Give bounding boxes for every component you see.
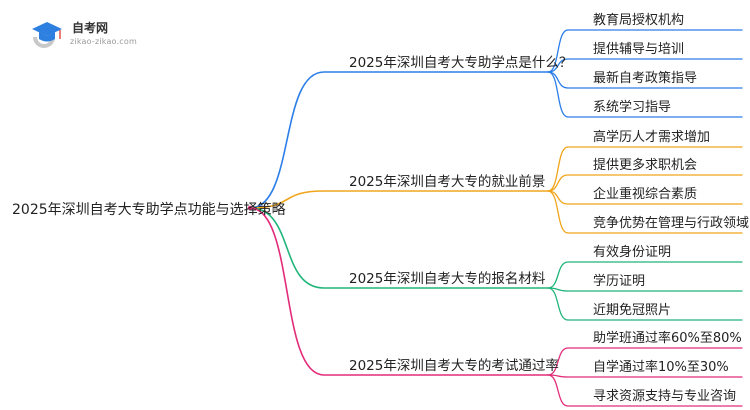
leaf-topic: 有效身份证明 bbox=[593, 245, 672, 260]
leaf-topic: 系统学习指导 bbox=[593, 100, 672, 115]
graduation-cap-icon bbox=[32, 22, 62, 48]
branch-to-leaf-connector bbox=[547, 174, 743, 192]
leaf-topic: 近期免冠照片 bbox=[593, 303, 672, 318]
logo-site-name: 自考网 bbox=[72, 21, 109, 35]
leaf-topic: 助学班通过率60%至80% bbox=[593, 331, 742, 346]
branch-to-leaf-connector bbox=[547, 287, 743, 321]
root-to-branch-connector bbox=[249, 207, 549, 376]
leaf-topic: 自学通过率10%至30% bbox=[593, 360, 729, 375]
site-logo[interactable]: 自考网 zikao-zikao.com bbox=[30, 16, 142, 54]
branch-to-leaf-connector bbox=[547, 58, 743, 73]
root-topic: 2025年深圳自考大专助学点功能与选择策略 bbox=[12, 202, 286, 218]
leaf-topic: 最新自考政策指导 bbox=[593, 71, 698, 86]
logo-site-url: zikao-zikao.com bbox=[70, 37, 137, 46]
branch-topic: 2025年深圳自考大专的报名材料 bbox=[349, 271, 546, 287]
leaf-topic: 提供辅导与培训 bbox=[593, 42, 685, 57]
leaf-topic: 寻求资源支持与专业咨询 bbox=[593, 389, 737, 404]
branch-to-leaf-connector bbox=[547, 146, 743, 192]
branch-to-leaf-connector bbox=[547, 71, 743, 118]
branch-to-leaf-connector bbox=[547, 374, 743, 378]
branch-to-leaf-connector bbox=[547, 347, 743, 376]
branch-topic: 2025年深圳自考大专助学点是什么？ bbox=[349, 55, 573, 71]
branch-to-leaf-connector bbox=[547, 261, 743, 289]
branch-to-leaf-connector bbox=[547, 29, 743, 73]
leaf-topic: 企业重视综合素质 bbox=[593, 187, 698, 202]
branch-to-leaf-connector bbox=[547, 374, 743, 407]
leaf-topic: 竞争优势在管理与行政领域 bbox=[593, 216, 750, 231]
leaf-topic: 学历证明 bbox=[593, 274, 646, 289]
branch-topic: 2025年深圳自考大专的就业前景 bbox=[349, 174, 546, 190]
leaf-topic: 高学历人才需求增加 bbox=[593, 130, 711, 145]
branch-to-leaf-connector bbox=[547, 190, 743, 234]
leaf-topic: 提供更多求职机会 bbox=[593, 158, 698, 173]
root-anchor-dot bbox=[247, 205, 253, 211]
root-to-branch-connector bbox=[249, 190, 549, 209]
leaf-topic: 教育局授权机构 bbox=[593, 13, 685, 28]
root-to-branch-connector bbox=[249, 207, 549, 289]
branch-topic: 2025年深圳自考大专的考试通过率 bbox=[349, 358, 559, 374]
root-to-branch-connector bbox=[249, 71, 549, 209]
branch-to-leaf-connector bbox=[547, 287, 743, 292]
